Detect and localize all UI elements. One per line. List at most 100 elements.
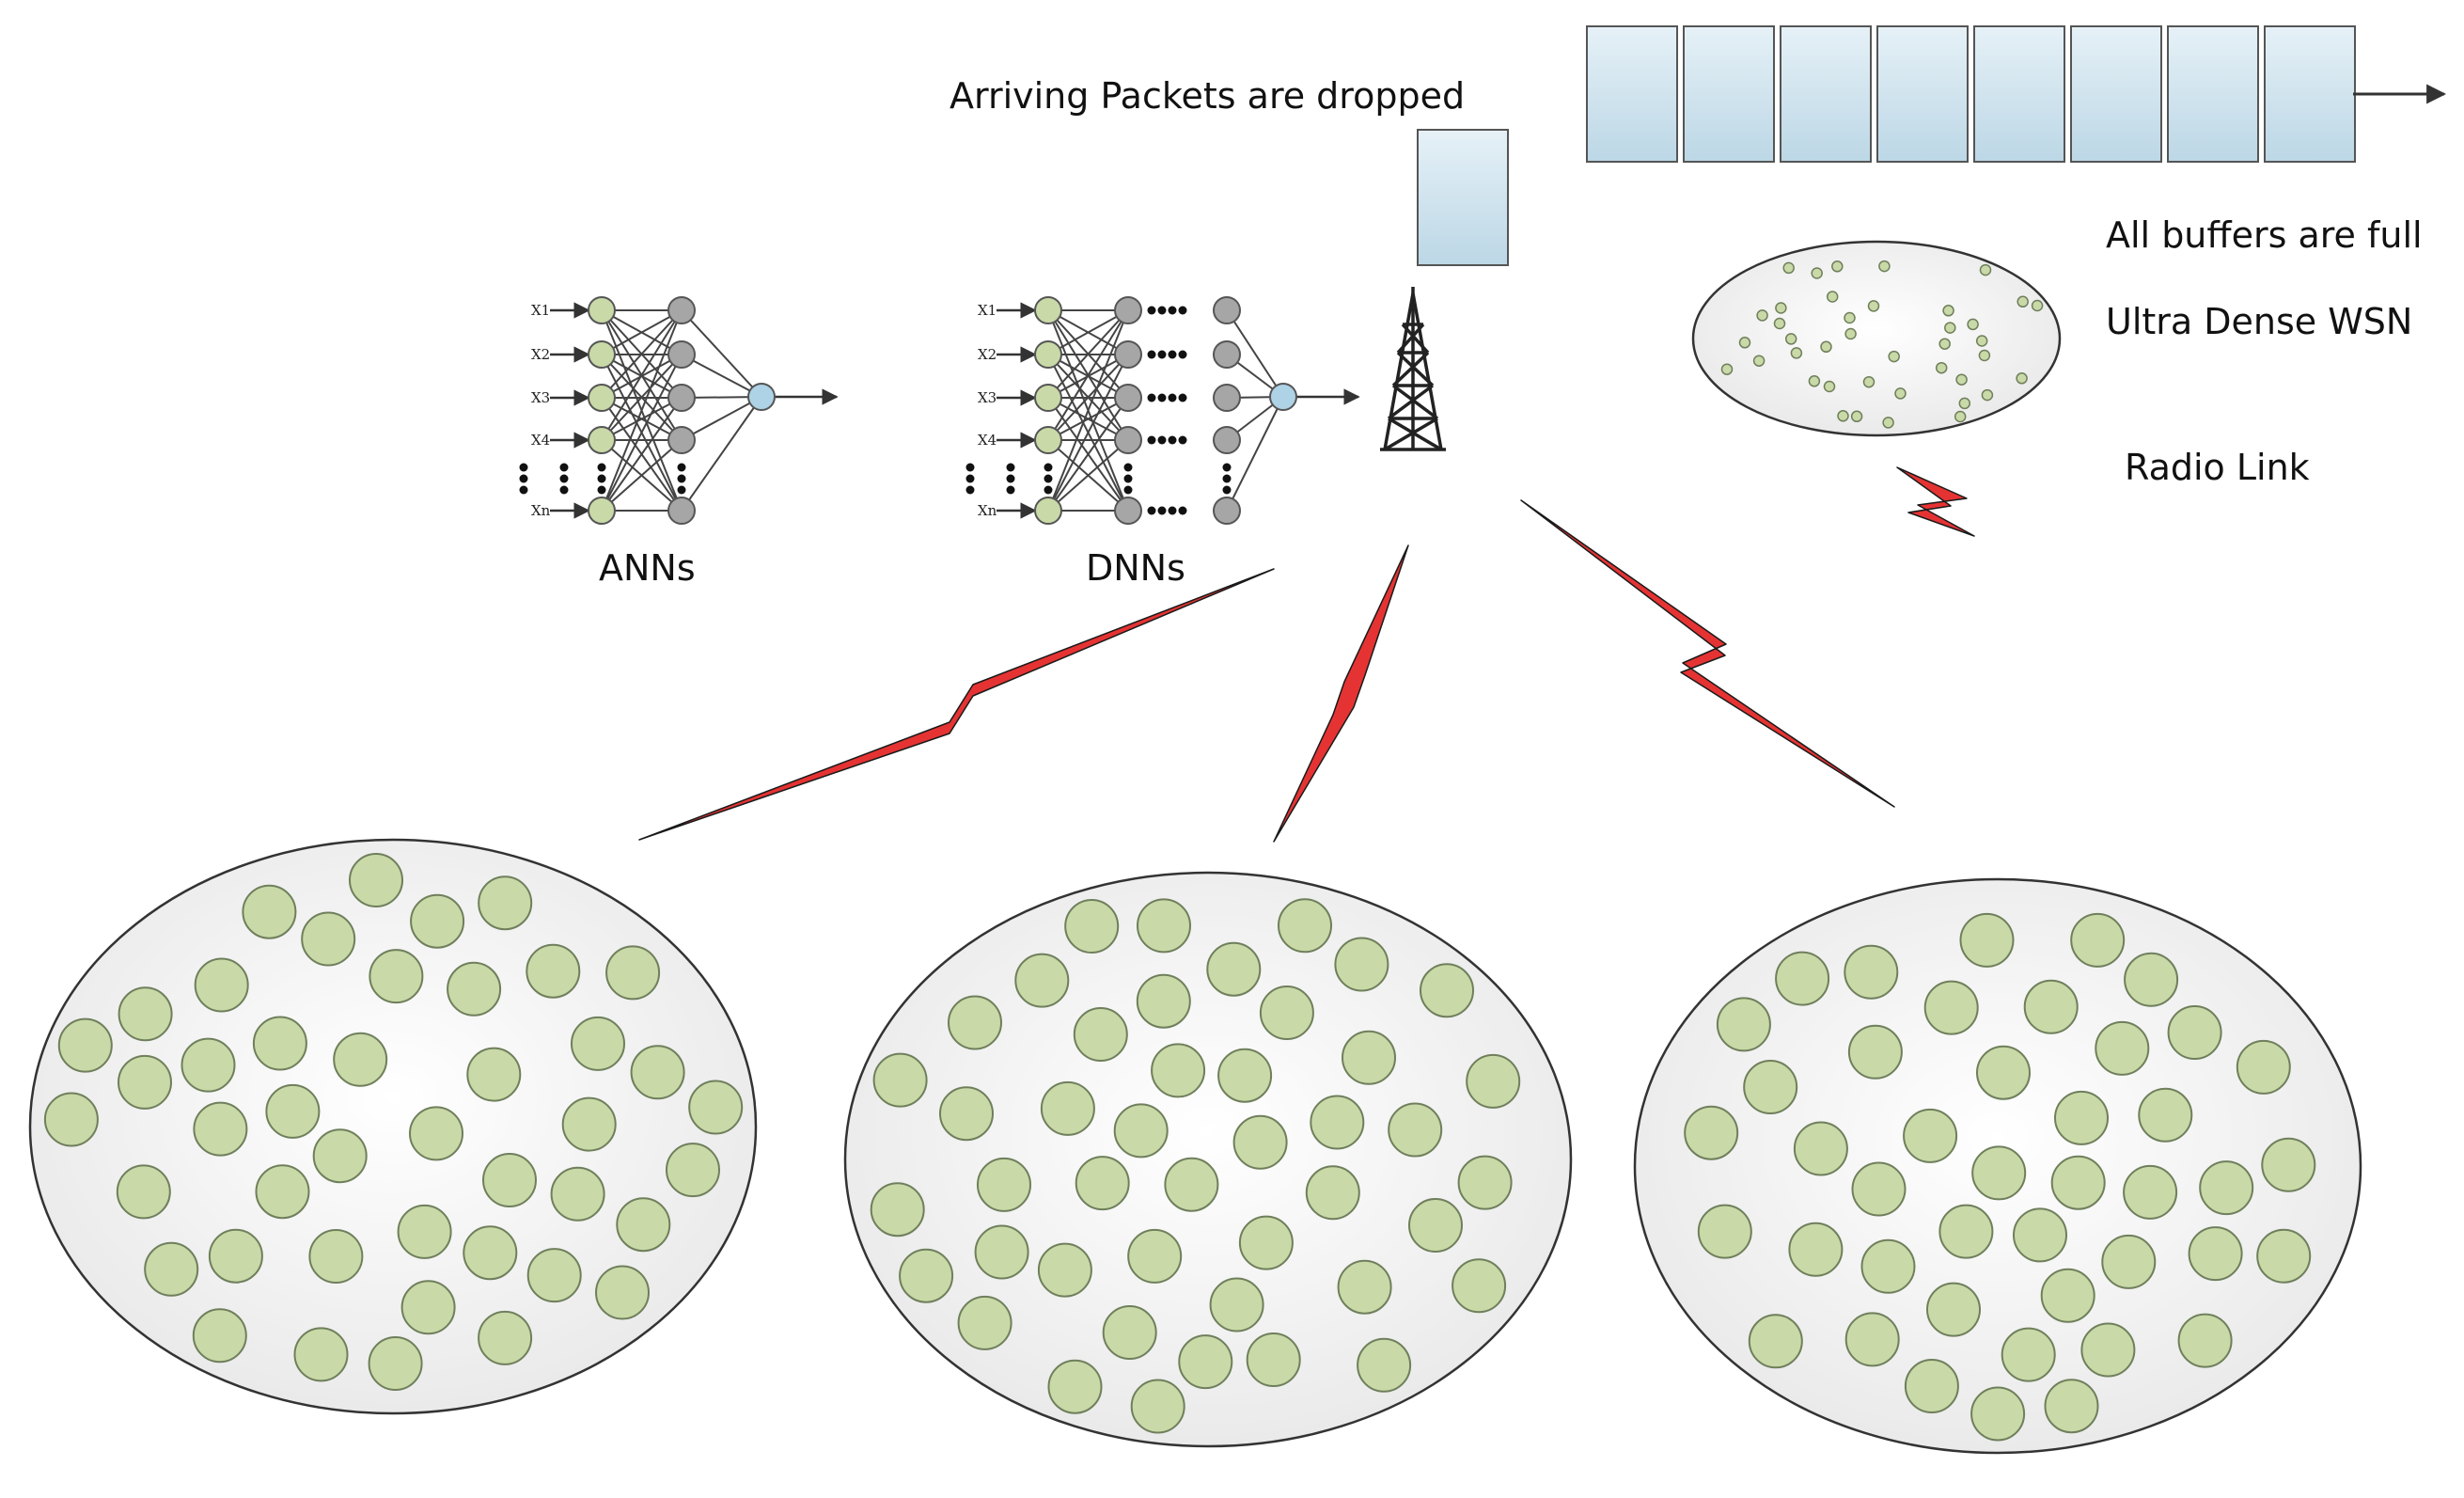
dnn-label: DNNs (1086, 547, 1185, 589)
input-node (588, 426, 616, 454)
sensor-node (1748, 1314, 1803, 1369)
sensor-node (571, 1016, 625, 1071)
sensor-node (1850, 410, 1863, 423)
dropped-packet (1417, 129, 1509, 266)
sensor-node (2167, 1005, 2222, 1060)
ellipsis-dot (519, 485, 528, 495)
input-node (1034, 384, 1062, 412)
sensor-node (526, 943, 581, 999)
sensor-node (1811, 267, 1823, 279)
sensor-node (1047, 1359, 1103, 1414)
sensor-node (1466, 1053, 1521, 1109)
buffers-full-label: All buffers are full (2106, 214, 2423, 256)
sensor-node (1793, 1121, 1848, 1176)
ellipsis-dot (559, 474, 569, 483)
sensor-node (1151, 1043, 1206, 1098)
sensor-node (2124, 952, 2179, 1007)
ellipsis-dot (1123, 463, 1133, 472)
sensor-node (1738, 337, 1751, 349)
sensor-node (1775, 302, 1787, 314)
input-node (1034, 426, 1062, 454)
sensor-node (1357, 1337, 1412, 1393)
sensor-node (118, 986, 173, 1042)
sensor-node (1955, 373, 1968, 386)
ellipsis-dot (1168, 306, 1177, 315)
sensor-node (180, 1037, 236, 1093)
sensor-node (193, 1101, 248, 1157)
sensor-node (1756, 309, 1768, 322)
sensor-node (1978, 349, 1991, 362)
hidden-node (1213, 384, 1241, 412)
ellipsis-dot (1178, 506, 1187, 515)
sensor-node (1831, 260, 1844, 273)
sensor-node (1837, 410, 1849, 422)
hidden-node (1213, 426, 1241, 454)
output-node (747, 383, 776, 411)
ellipsis-dot (1157, 350, 1167, 359)
sensor-node (1882, 417, 1894, 429)
hidden-node (1114, 296, 1142, 324)
sensor-node (2016, 372, 2028, 385)
ellipsis-dot (519, 474, 528, 483)
sensor-node (2095, 1020, 2150, 1076)
sensor-node (2236, 1039, 2291, 1095)
sensor-cluster (1633, 877, 2362, 1455)
sensor-node (2123, 1164, 2178, 1220)
sensor-node (1716, 997, 1771, 1052)
input-label: X4 (978, 432, 997, 449)
hidden-node (1213, 340, 1241, 369)
radio-link-label: Radio Link (2125, 447, 2310, 488)
input-node (588, 296, 616, 324)
input-node (1034, 497, 1062, 525)
sensor-node (192, 1308, 247, 1364)
sensor-node (2188, 1226, 2243, 1282)
sensor-node (630, 1045, 685, 1100)
buffer-cell (1973, 25, 2065, 163)
sensor-node (255, 1164, 310, 1220)
tower-icon (1380, 287, 1446, 451)
ellipsis-dot (1168, 506, 1177, 515)
sensor-node (1894, 387, 1907, 400)
ellipsis-dot (1044, 485, 1053, 495)
sensor-node (478, 1310, 533, 1365)
sensor-node (1697, 1204, 1752, 1259)
sensor-node (1844, 327, 1857, 340)
sensor-node (1903, 1108, 1958, 1163)
ann-label: ANNs (599, 547, 696, 589)
buffer-cell (2167, 25, 2259, 163)
sensor-node (1238, 1215, 1294, 1270)
sensor-node (977, 1157, 1031, 1212)
sensor-node (1278, 898, 1332, 954)
sensor-node (1164, 1157, 1219, 1212)
input-label: X2 (978, 346, 997, 363)
sensor-node (1782, 261, 1795, 275)
ellipsis-dot (1178, 350, 1187, 359)
ellipsis-dot (677, 463, 686, 472)
sensor-node (2070, 912, 2126, 968)
sensor-node (2013, 1207, 2067, 1263)
sensor-node (2001, 1327, 2056, 1382)
ellipsis-dot (1147, 435, 1156, 445)
sensor-node (144, 1241, 199, 1297)
sensor-node (1388, 1102, 1443, 1158)
ellipsis-dot (1157, 393, 1167, 402)
ellipsis-dot (1178, 306, 1187, 315)
hidden-node (1213, 296, 1241, 324)
ellipsis-dot (1147, 393, 1156, 402)
sensor-node (1844, 311, 1856, 324)
sensor-node (1127, 1228, 1183, 1284)
ellipsis-dot (1168, 435, 1177, 445)
sensor-node (1958, 397, 1971, 410)
sensor-node (1790, 347, 1803, 359)
ellipsis-dot (1123, 474, 1133, 483)
sensor-node (1305, 1165, 1360, 1221)
buffer-cell (1683, 25, 1775, 163)
sensor-node (1206, 941, 1262, 997)
sensor-node (1752, 355, 1766, 367)
sensor-node (561, 1096, 617, 1152)
ellipsis-dot (965, 485, 975, 495)
input-label: X2 (531, 346, 550, 363)
sensor-node (463, 1225, 518, 1281)
